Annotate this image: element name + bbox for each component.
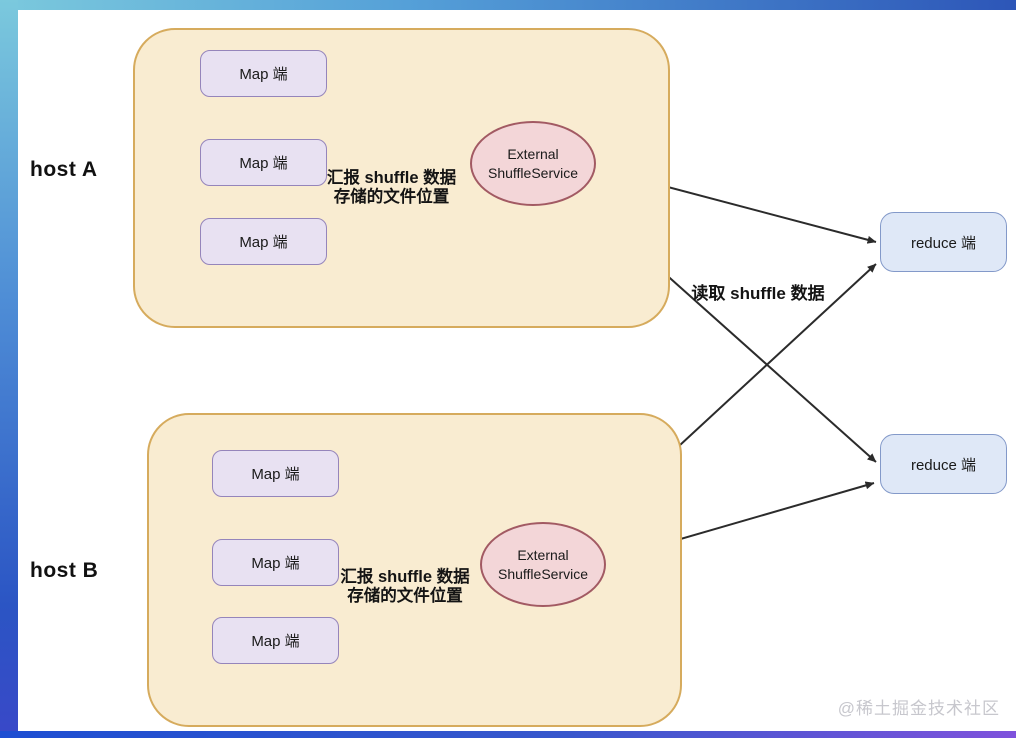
map-node-a3: Map 端	[200, 218, 327, 265]
service-a-line1: External	[507, 145, 559, 162]
report-note-a-line2: 存储的文件位置	[333, 188, 450, 206]
map-node-a2: Map 端	[200, 139, 327, 186]
shuffle-service-node-b: External ShuffleService	[480, 522, 606, 607]
report-note-a-line1: 汇报 shuffle 数据	[326, 169, 457, 187]
diagram-panel: host A host B Map 端 Map 端 Map 端 External…	[18, 10, 1016, 731]
report-note-b-line2: 存储的文件位置	[347, 587, 463, 605]
reduce-node-2: reduce 端	[880, 434, 1007, 494]
map-node-b2: Map 端	[212, 539, 339, 586]
report-note-b-line1: 汇报 shuffle 数据	[340, 568, 470, 586]
host-a-label: host A	[30, 158, 98, 181]
frame-left-edge	[0, 0, 18, 738]
frame-top-edge	[0, 0, 1016, 10]
reduce-node-1: reduce 端	[880, 212, 1007, 272]
map-node-b3: Map 端	[212, 617, 339, 664]
service-a-line2: ShuffleService	[487, 164, 578, 181]
service-b-line1: External	[517, 546, 569, 563]
map-node-a1: Map 端	[200, 50, 327, 97]
watermark: @稀土掘金技术社区	[837, 699, 1000, 718]
service-b-line2: ShuffleService	[497, 565, 588, 582]
host-b-label: host B	[30, 559, 99, 582]
frame-bottom-edge	[0, 731, 1016, 738]
report-note-a: 汇报 shuffle 数据 存储的文件位置	[309, 169, 474, 207]
read-shuffle-note: 读取 shuffle 数据	[691, 284, 825, 303]
map-node-b1: Map 端	[212, 450, 339, 497]
shuffle-service-node-a: External ShuffleService	[470, 121, 596, 206]
report-note-b: 汇报 shuffle 数据 存储的文件位置	[325, 568, 485, 606]
